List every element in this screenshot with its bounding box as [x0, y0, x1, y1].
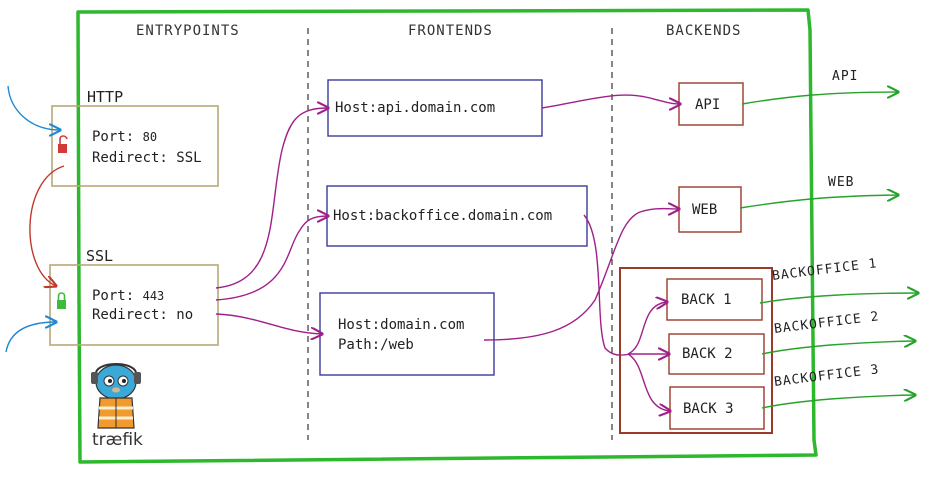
backoffice-group-box — [619, 267, 773, 434]
ssl-port-value: 443 — [142, 289, 165, 303]
http-redirect: Redirect: SSL — [92, 150, 202, 166]
frontend-web-host-rule: Host:domain.com — [338, 317, 465, 333]
redirect-arrow — [29, 165, 65, 286]
backend-back3-label: BACK 3 — [683, 401, 734, 417]
locked-padlock-icon — [57, 292, 66, 309]
ssl-entrypoint-box — [49, 264, 219, 346]
incoming-ssl-arrow — [5, 322, 56, 353]
route-ssl-to-backoffice — [215, 216, 328, 301]
unlocked-padlock-icon — [58, 135, 68, 153]
backend-back1-label: BACK 1 — [681, 292, 732, 308]
out-back2-arrow — [761, 341, 915, 355]
outer-border — [76, 8, 818, 464]
out-back3-arrow — [761, 395, 915, 409]
ssl-port: Port: 443 — [92, 289, 164, 303]
http-port: Port: 80 — [92, 130, 157, 144]
backend-api-label: API — [695, 97, 721, 113]
frontends-heading: FRONTENDS — [408, 23, 493, 39]
frontend-api-rule: Host:api.domain.com — [335, 100, 496, 116]
http-entrypoint-box — [51, 105, 219, 187]
out-web-arrow — [739, 195, 898, 209]
route-backoffice-trunk — [583, 214, 631, 356]
backend-back2-label: BACK 2 — [682, 346, 733, 362]
traefik-logo-text: træfik — [92, 430, 143, 450]
route-ssl-to-api — [215, 108, 328, 289]
backend-web-label: WEB — [692, 202, 718, 218]
route-api-frontend-to-backend — [541, 94, 680, 108]
ssl-redirect: Redirect: no — [92, 307, 194, 323]
ssl-port-label: Port: — [92, 288, 135, 304]
out-api-arrow — [741, 92, 898, 105]
ssl-entrypoint-title: SSL — [86, 247, 114, 265]
frontend-web-path-rule: Path:/web — [338, 337, 414, 353]
route-backoffice-to-back3 — [627, 353, 670, 411]
out-back1-arrow — [759, 293, 918, 304]
traefik-gopher-logo — [91, 363, 141, 429]
output-api-label: API — [832, 69, 859, 84]
http-port-value: 80 — [142, 130, 158, 144]
incoming-http-arrow — [7, 85, 60, 130]
frontend-backoffice-rule: Host:backoffice.domain.com — [333, 208, 553, 224]
http-port-label: Port: — [92, 129, 135, 145]
backends-heading: BACKENDS — [666, 23, 742, 39]
frontend-web-box — [319, 292, 495, 376]
route-web-frontend-to-backend — [483, 209, 679, 341]
entrypoints-heading: ENTRYPOINTS — [136, 23, 240, 39]
output-web-label: WEB — [828, 175, 855, 190]
route-ssl-to-web — [215, 313, 322, 334]
http-entrypoint-title: HTTP — [87, 88, 124, 106]
route-backoffice-to-back1 — [627, 302, 667, 355]
